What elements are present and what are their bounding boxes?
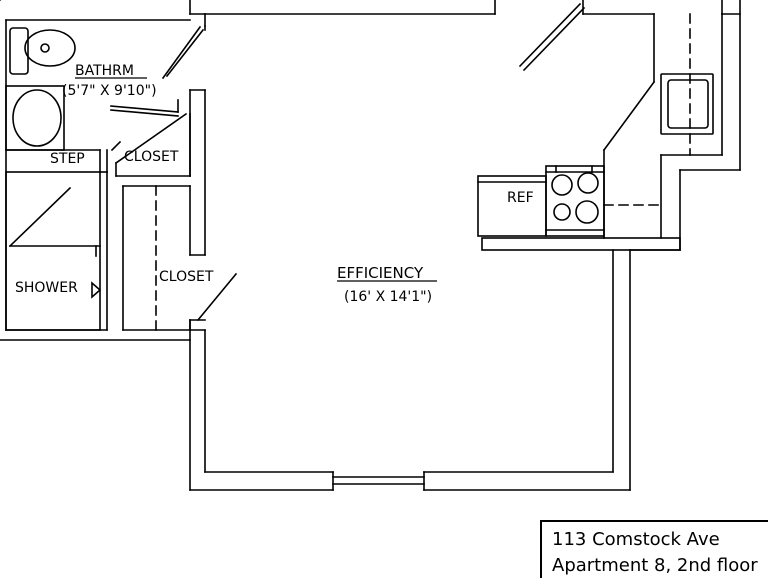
shower-label: SHOWER [15,280,78,296]
closet-walls [110,89,238,331]
bathroom-door [165,28,205,78]
toilet-bowl [24,29,76,67]
closet-door [196,272,238,322]
refrigerator [477,175,547,237]
kitchen-sink [660,73,714,135]
kitchen-fixtures [477,73,714,251]
title-block: 113 Comstock Ave Apartment 8, 2nd floor [540,520,768,578]
toilet-tank [9,27,29,75]
step-label: STEP [50,151,85,167]
efficiency-label: EFFICIENCY [337,264,424,282]
burner-icon [575,200,599,224]
window [332,471,425,491]
address-text: 113 Comstock Ave [552,529,720,550]
closet-lower-label: CLOSET [159,269,214,285]
burner-icon [577,172,599,194]
burner-icon [553,203,571,221]
closet-upper-label: CLOSET [124,149,179,165]
burner-icon [551,174,573,196]
unit-text: Apartment 8, 2nd floor [552,555,758,576]
efficiency-dimensions: (16' X 14'1") [344,289,432,305]
refrigerator-label: REF [507,190,534,206]
entry-door [518,2,582,68]
sink [12,89,62,147]
shower-valve-icon [91,281,102,299]
bathroom-label: BATHRM [75,63,134,79]
bathroom-fixtures [5,19,206,331]
bathroom-dimensions: (5'7" X 9'10") [62,83,157,99]
